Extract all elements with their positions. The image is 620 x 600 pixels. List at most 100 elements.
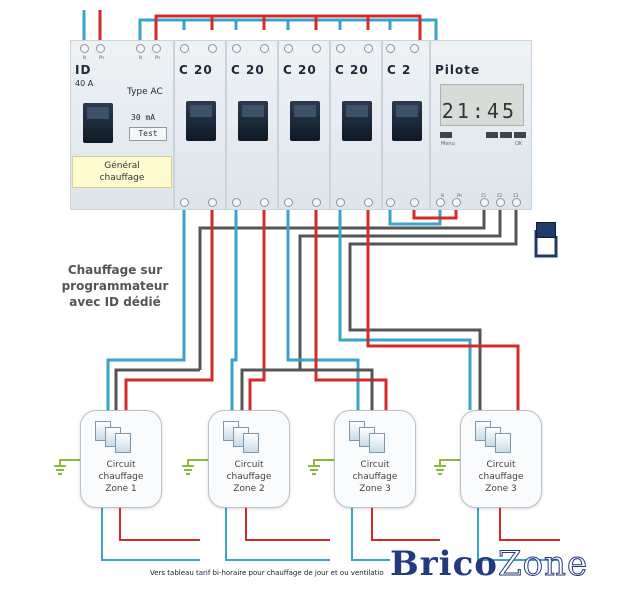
breaker-label: C 20 <box>283 63 317 77</box>
footer-note: Vers tableau tarif bi-horaire pour chauf… <box>150 569 384 577</box>
zone-line2: chauffage <box>98 472 144 482</box>
terminal-screw <box>312 198 321 207</box>
pilote-terminal-label: N <box>441 193 444 198</box>
terminal-screw <box>208 198 217 207</box>
id-terminal-label: Ph <box>155 55 160 60</box>
breaker-label: C 20 <box>179 63 213 77</box>
terminal-screw <box>232 44 241 53</box>
breaker-switch[interactable] <box>186 101 216 141</box>
zone-line1: Circuit <box>360 460 390 470</box>
pilote-display: 21:45 <box>440 84 524 126</box>
zone-line3: Zone 3 <box>485 484 517 494</box>
pilote-menu-label: Menu <box>441 141 455 147</box>
pilote-terminal-label: Z3 <box>513 193 519 198</box>
radiator-icon <box>115 433 131 453</box>
terminal-screw <box>480 198 489 207</box>
breaker-switch[interactable] <box>392 101 422 141</box>
junction-box <box>536 222 556 238</box>
zone-line2: chauffage <box>226 472 272 482</box>
zone-line3: Zone 1 <box>105 484 137 494</box>
id-label-text: Général chauffage <box>99 161 145 183</box>
terminal-screw <box>364 44 373 53</box>
zone-line2: chauffage <box>352 472 398 482</box>
id-type: Type AC <box>127 87 163 97</box>
terminal-screw <box>452 198 461 207</box>
zone-label: Circuit chauffage Zone 2 <box>209 459 289 495</box>
pilote-terminal-label: Z2 <box>497 193 503 198</box>
terminal-screw <box>364 198 373 207</box>
pilote-terminal-label: Z1 <box>481 193 487 198</box>
pilote-ok-button[interactable] <box>514 132 526 138</box>
zone-label: Circuit chauffage Zone 3 <box>461 459 541 495</box>
terminal-screw <box>436 198 445 207</box>
terminal-screw <box>336 44 345 53</box>
logo-part1: Brico <box>390 544 498 584</box>
terminal-screw <box>208 44 217 53</box>
id-rating: 40 A <box>75 79 94 88</box>
id-switch[interactable] <box>83 103 113 143</box>
zone-4-box: Circuit chauffage Zone 3 <box>460 410 542 508</box>
zone-label: Circuit chauffage Zone 3 <box>335 459 415 495</box>
zone-line2: chauffage <box>478 472 524 482</box>
terminal-screw <box>152 44 161 53</box>
terminal-screw <box>180 44 189 53</box>
breaker-switch[interactable] <box>290 101 320 141</box>
radiator-icon <box>243 433 259 453</box>
diagram-caption: Chauffage sur programmateur avec ID dédi… <box>61 263 169 309</box>
terminal-screw <box>386 198 395 207</box>
terminal-screw <box>232 198 241 207</box>
breaker-label: C 20 <box>231 63 265 77</box>
pilote-left-button[interactable] <box>486 132 498 138</box>
zone-label: Circuit chauffage Zone 1 <box>81 459 161 495</box>
id-terminal-label: N <box>139 55 142 60</box>
pilote-ok-label: OK <box>515 141 523 147</box>
id-title: ID <box>75 63 92 77</box>
zone-3-box: Circuit chauffage Zone 3 <box>334 410 416 508</box>
id-terminal-label: N <box>83 55 86 60</box>
bricozone-logo: BricoZone <box>390 544 589 585</box>
terminal-screw <box>180 198 189 207</box>
breaker-switch[interactable] <box>238 101 268 141</box>
terminal-screw <box>284 198 293 207</box>
pilote-terminal-label: Ph <box>457 193 462 198</box>
terminal-screw <box>410 44 419 53</box>
terminal-screw <box>80 44 89 53</box>
breaker-label: C 2 <box>387 63 412 77</box>
pilote-title: Pilote <box>435 63 481 77</box>
terminal-screw <box>284 44 293 53</box>
terminal-screw <box>96 44 105 53</box>
terminal-screw <box>410 198 419 207</box>
terminal-screw <box>336 198 345 207</box>
zone-line3: Zone 3 <box>359 484 391 494</box>
zone-1-box: Circuit chauffage Zone 1 <box>80 410 162 508</box>
pilote-right-button[interactable] <box>500 132 512 138</box>
radiator-icon <box>495 433 511 453</box>
terminal-screw <box>496 198 505 207</box>
terminal-screw <box>136 44 145 53</box>
zone-line1: Circuit <box>486 460 516 470</box>
terminal-screw <box>260 44 269 53</box>
breaker-label: C 20 <box>335 63 369 77</box>
id-sensitivity: 30 mA <box>131 113 156 122</box>
terminal-screw <box>512 198 521 207</box>
breaker-1: C 20 <box>174 40 226 210</box>
id-label: Général chauffage <box>72 156 172 188</box>
terminal-screw <box>386 44 395 53</box>
breaker-switch[interactable] <box>342 101 372 141</box>
breaker-5: C 2 <box>382 40 430 210</box>
logo-part2: Zone <box>497 544 589 585</box>
terminal-screw <box>312 44 321 53</box>
id-terminal-label: Ph <box>99 55 104 60</box>
id-test-button[interactable]: Test <box>129 127 167 141</box>
zone-line1: Circuit <box>106 460 136 470</box>
breaker-3: C 20 <box>278 40 330 210</box>
zone-2-box: Circuit chauffage Zone 2 <box>208 410 290 508</box>
pilote-menu-button[interactable] <box>440 132 452 138</box>
zone-line1: Circuit <box>234 460 264 470</box>
zone-line3: Zone 2 <box>233 484 265 494</box>
breaker-2: C 20 <box>226 40 278 210</box>
breaker-4: C 20 <box>330 40 382 210</box>
radiator-icon <box>369 433 385 453</box>
